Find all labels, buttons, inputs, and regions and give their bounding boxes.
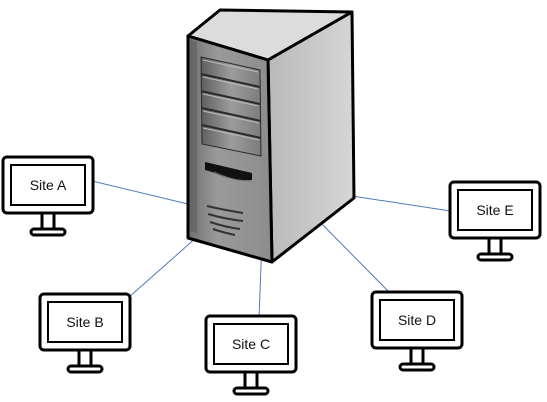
server-tower-icon bbox=[186, 8, 356, 264]
drive-bays bbox=[200, 56, 262, 157]
connection-line-site-e bbox=[351, 195, 458, 213]
drive-slot bbox=[205, 162, 252, 181]
vent-grille bbox=[206, 205, 244, 236]
monitor-site-d: Site D bbox=[370, 290, 464, 372]
monitor-icon bbox=[1, 155, 95, 237]
monitor-site-c: Site C bbox=[204, 314, 298, 396]
monitor-site-b: Site B bbox=[38, 292, 132, 374]
site-label-a: Site A bbox=[30, 177, 67, 193]
monitor-site-e: Site E bbox=[448, 180, 542, 262]
monitor-icon bbox=[370, 290, 464, 372]
monitor-icon bbox=[448, 180, 542, 262]
connection-line-site-d bbox=[313, 215, 391, 294]
site-label-e: Site E bbox=[476, 202, 513, 218]
site-label-d: Site D bbox=[398, 312, 436, 328]
connection-line-site-a bbox=[91, 180, 193, 206]
site-label-b: Site B bbox=[66, 314, 103, 330]
monitor-icon bbox=[204, 314, 298, 396]
monitor-site-a: Site A bbox=[1, 155, 95, 237]
monitor-icon bbox=[38, 292, 132, 374]
site-label-c: Site C bbox=[232, 336, 270, 352]
